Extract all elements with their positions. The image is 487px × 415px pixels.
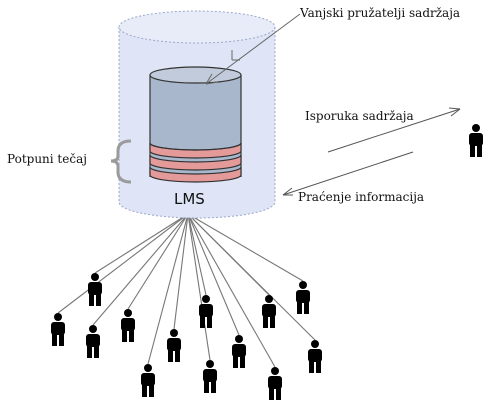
learner-line (187, 213, 316, 341)
tracking-info-arrow (282, 151, 414, 196)
course-layer (149, 166, 242, 183)
learner-line (187, 213, 207, 296)
tracking-info-label: Praćenje informacija (298, 190, 424, 204)
learner-line (187, 213, 211, 361)
learner-line (173, 213, 189, 330)
person-icon (141, 364, 155, 397)
person-icon (308, 340, 322, 373)
learner-line (57, 213, 189, 314)
person-icon (232, 335, 246, 368)
person-icon (203, 360, 217, 393)
learner-line (94, 213, 189, 274)
learner-line (147, 213, 189, 365)
lms-label: LMS (174, 190, 205, 208)
full-course-label: Potpuni tečaj (7, 152, 87, 166)
person-icon (86, 325, 100, 358)
content-repository (149, 66, 242, 183)
learner-line (127, 213, 189, 310)
person-icon (469, 124, 483, 157)
small-tick-mark (231, 50, 240, 61)
provider-arrow (205, 13, 301, 85)
content-delivery-arrow (327, 107, 461, 153)
person-icon (296, 281, 310, 314)
person-icon (121, 309, 135, 342)
content-delivery-label: Isporuka sadržaja (305, 109, 414, 123)
curly-brace-icon (110, 139, 132, 184)
course-layer (149, 154, 242, 171)
person-icon (51, 313, 65, 346)
learner-line (187, 213, 276, 368)
person-icon (167, 329, 181, 362)
learners-group (51, 273, 322, 400)
person-icon (268, 367, 282, 400)
learner-line (187, 213, 304, 282)
external-providers-label: Vanjski pružatelji sadržaja (299, 6, 460, 20)
external-provider-person (469, 124, 483, 157)
lms-to-learner-lines (57, 213, 316, 368)
person-icon (88, 273, 102, 306)
learner-line (187, 213, 240, 336)
learner-line (92, 213, 189, 326)
